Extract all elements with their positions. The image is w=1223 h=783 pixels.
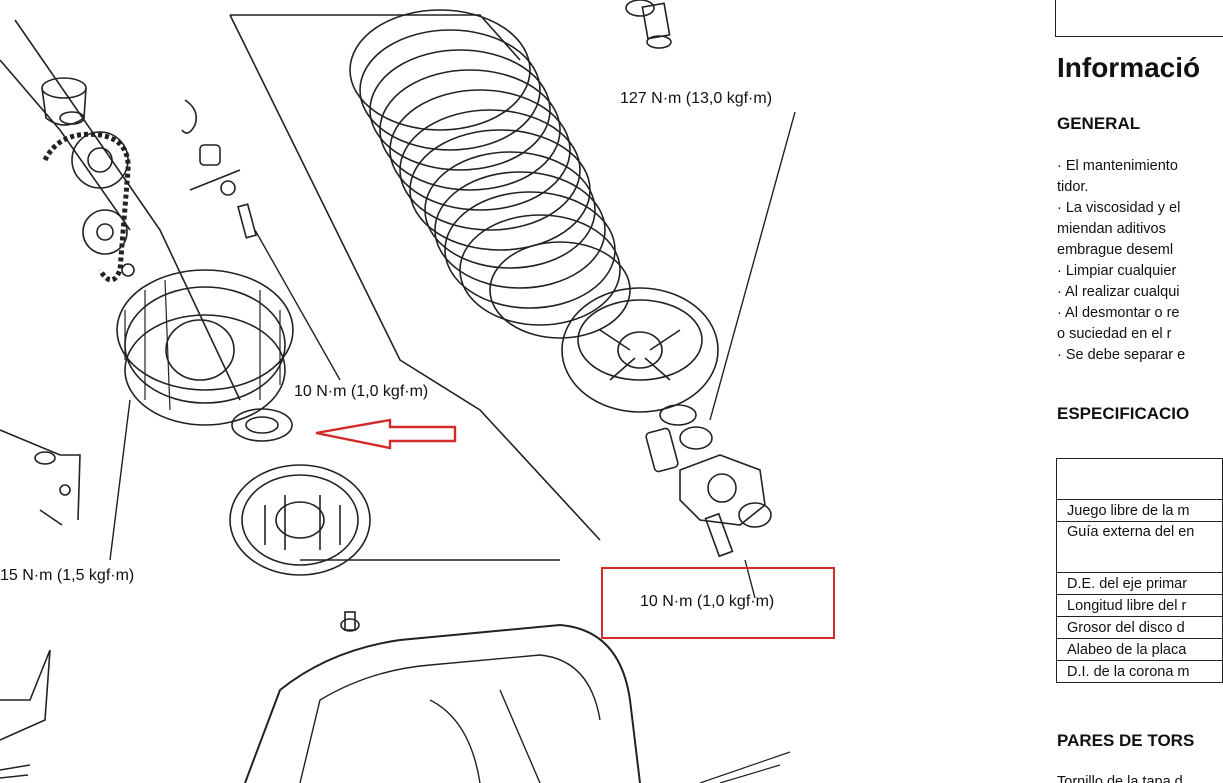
bullet-line: miendan aditivos — [1057, 221, 1166, 237]
bullet-line: tidor. — [1057, 179, 1089, 195]
bearing — [738, 502, 772, 528]
leader-line — [709, 111, 796, 421]
torque-label-10nm-washer: 10 N·m (1,0 kgf·m) — [294, 383, 429, 400]
lifter-plate — [679, 454, 766, 526]
nut — [679, 426, 713, 450]
bolt — [237, 203, 257, 239]
table-header-cell — [1056, 458, 1223, 500]
clutch-exploded-diagram — [0, 0, 796, 783]
crankcase-cover — [429, 689, 541, 783]
pressure-plate — [275, 501, 325, 539]
frame-line — [230, 14, 521, 61]
frame-line — [14, 19, 241, 401]
frame-line — [229, 14, 601, 541]
clutch-basket — [116, 269, 294, 391]
clutch-center — [561, 287, 719, 413]
table-cell: Longitud libre del r — [1056, 594, 1223, 617]
bullet-line: o suciedad en el r — [1057, 326, 1172, 342]
table-cell: Alabeo de la placa — [1056, 638, 1223, 661]
bracket — [0, 649, 51, 741]
clutch-center — [617, 331, 663, 369]
bullet-line: · Limpiar cualquier — [1057, 263, 1177, 279]
clutch-plates — [349, 9, 631, 339]
clutch-center — [577, 299, 703, 381]
bullet-line: · La viscosidad y el — [1057, 200, 1181, 216]
general-title: GENERAL — [1057, 114, 1141, 133]
sprocket — [71, 131, 129, 189]
general-bullets: · El mantenimiento tidor. · La viscosida… — [1057, 156, 1185, 366]
leader-line — [109, 399, 131, 561]
bushing — [41, 77, 87, 99]
clutch-basket — [124, 279, 281, 411]
pressure-plate — [264, 495, 341, 550]
crankcase-cover — [244, 623, 641, 783]
lifter-plate — [707, 473, 737, 503]
spec-title: ESPECIFICACIO — [1057, 404, 1190, 423]
washer-part — [121, 263, 135, 277]
table-cell: Guía externa del en — [1056, 521, 1223, 573]
torque-label-15nm: 15 N·m (1,5 kgf·m) — [0, 567, 135, 584]
bolt — [641, 2, 671, 40]
bullet-line: · El mantenimiento — [1057, 158, 1178, 174]
bullet-line: · Al desmontar o re — [1057, 305, 1180, 321]
clutch-center — [599, 329, 681, 381]
spring-part — [181, 99, 198, 134]
lever-part — [199, 144, 221, 166]
chain — [42, 131, 131, 283]
spring — [645, 427, 679, 473]
pressure-plate — [229, 464, 371, 576]
table-cell: D.E. del eje primar — [1056, 572, 1223, 595]
bushing — [59, 111, 85, 125]
lever-arm — [34, 451, 56, 465]
sprocket — [96, 223, 114, 241]
crankcase-cover — [699, 751, 791, 783]
pressure-plate — [241, 474, 359, 566]
highlight-box — [601, 567, 835, 639]
top-box — [1055, 0, 1223, 37]
washer-part — [220, 180, 236, 196]
washer — [625, 0, 655, 17]
table-cell: Juego libre de la m — [1056, 499, 1223, 522]
sprocket — [87, 147, 113, 173]
clutch-basket — [165, 319, 235, 381]
bushing — [41, 87, 87, 126]
manual-text-panel: Informació GENERAL · El mantenimiento ti… — [1040, 0, 1223, 783]
bullet-line: · Al realizar cualqui — [1057, 284, 1180, 300]
bullet-line: embrague deseml — [1057, 242, 1174, 258]
washer-part — [59, 484, 71, 496]
lever-arm — [0, 429, 81, 521]
torque-label-127nm: 127 N·m (13,0 kgf·m) — [620, 90, 773, 107]
spec-table: Juego libre de la m Guía externa del en … — [1056, 458, 1223, 683]
highlight-arrow — [315, 418, 457, 450]
clutch-basket — [124, 286, 286, 404]
frame-line — [0, 59, 131, 231]
washer — [659, 404, 697, 426]
bullet-line: · Se debe separar e — [1057, 347, 1186, 363]
bolt — [646, 35, 672, 49]
cut-off-text: Tornillo de la tapa d — [1057, 774, 1183, 783]
bolt — [39, 509, 63, 526]
table-cell: D.I. de la corona m — [1056, 660, 1223, 683]
leader-line — [254, 229, 341, 381]
table-cell: Grosor del disco d — [1056, 616, 1223, 639]
cover-bolt — [344, 611, 356, 631]
section-heading: Informació — [1057, 52, 1201, 83]
crankcase-cover — [299, 654, 601, 783]
bracket — [0, 764, 31, 779]
cover-bolt — [340, 618, 360, 632]
washer — [231, 408, 293, 442]
torque-label-10nm-boxed: 10 N·m (1,0 kgf·m) — [640, 593, 775, 610]
bolt — [704, 512, 734, 558]
lever-part — [189, 169, 241, 191]
sprocket — [82, 209, 128, 255]
leader-line — [744, 559, 756, 599]
torque-title: PARES DE TORS — [1057, 731, 1195, 750]
washer — [245, 416, 279, 434]
clutch-basket — [124, 314, 286, 426]
